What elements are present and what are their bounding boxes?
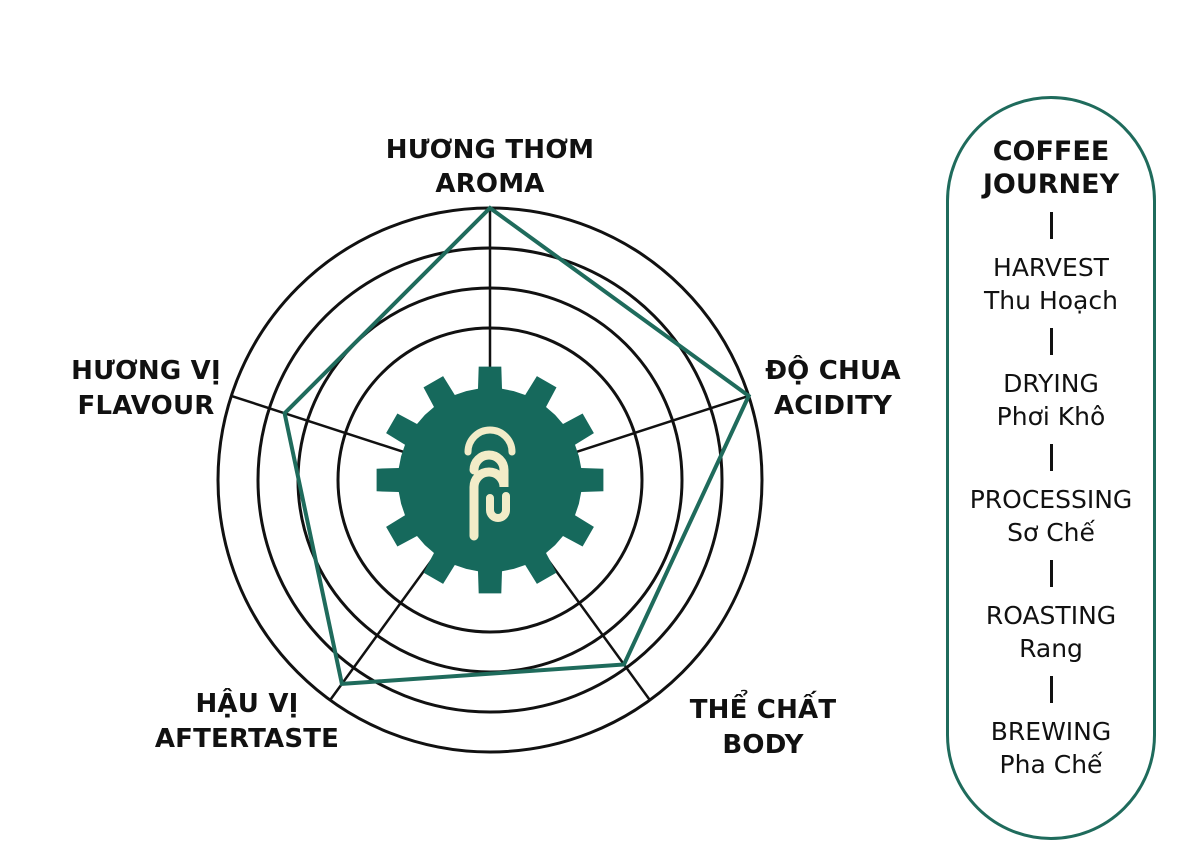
journey-step-processing: PROCESSING Sơ Chế	[970, 483, 1133, 549]
journey-step-brewing: BREWING Pha Chế	[991, 715, 1111, 781]
journey-connector	[1049, 560, 1053, 587]
journey-connector	[1049, 212, 1053, 239]
axis-label-aftertaste-en: AFTERTASTE	[155, 724, 339, 754]
journey-step-harvest: HARVEST Thu Hoạch	[984, 251, 1118, 317]
journey-step-label-en: BREWING	[990, 717, 1112, 746]
journey-step-label-en: ROASTING	[985, 601, 1117, 630]
axis-label-aftertaste-vi: HẬU VỊ	[195, 687, 298, 719]
journey-step-label-vi: Thu Hoạch	[984, 286, 1118, 315]
journey-step-label-en: DRYING	[1003, 369, 1099, 398]
journey-title-line2: JOURNEY	[982, 169, 1120, 200]
radar-chart: HƯƠNG THƠM AROMA ĐỘ CHUA ACIDITY THỂ CHẤ…	[71, 135, 901, 760]
gear-icon	[376, 366, 604, 594]
journey-step-label-vi: Sơ Chế	[1007, 518, 1095, 547]
axis-label-flavour-en: FLAVOUR	[78, 391, 215, 421]
radar-value-polygon	[282, 205, 752, 687]
journey-connector	[1049, 328, 1053, 355]
axis-label-aroma-vi: HƯƠNG THƠM	[386, 135, 594, 165]
axis-label-body-vi: THỂ CHẤT	[690, 688, 837, 725]
axis-label-flavour-vi: HƯƠNG VỊ	[71, 356, 221, 386]
journey-step-label-en: HARVEST	[993, 253, 1109, 282]
coffee-journey-panel: COFFEE JOURNEY HARVEST Thu Hoạch DRYING …	[946, 96, 1156, 840]
journey-step-label-vi: Phơi Khô	[996, 402, 1106, 431]
gear-logo-icon	[376, 366, 604, 594]
axis-label-acidity-en: ACIDITY	[774, 391, 893, 421]
journey-step-roasting: ROASTING Rang	[986, 599, 1116, 665]
axis-label-aroma-en: AROMA	[435, 169, 544, 199]
journey-connector	[1049, 676, 1053, 703]
axis-label-body-en: BODY	[722, 730, 804, 760]
journey-step-label-vi: Pha Chế	[999, 750, 1103, 779]
journey-step-label-en: PROCESSING	[969, 485, 1133, 514]
brand-logo-icon	[464, 426, 516, 541]
journey-step-label-vi: Rang	[1019, 634, 1083, 663]
journey-title: COFFEE JOURNEY	[983, 135, 1119, 201]
journey-connector	[1049, 444, 1053, 471]
journey-title-line1: COFFEE	[992, 136, 1110, 167]
journey-step-drying: DRYING Phơi Khô	[997, 367, 1106, 433]
axis-label-acidity-vi: ĐỘ CHUA	[765, 354, 901, 386]
